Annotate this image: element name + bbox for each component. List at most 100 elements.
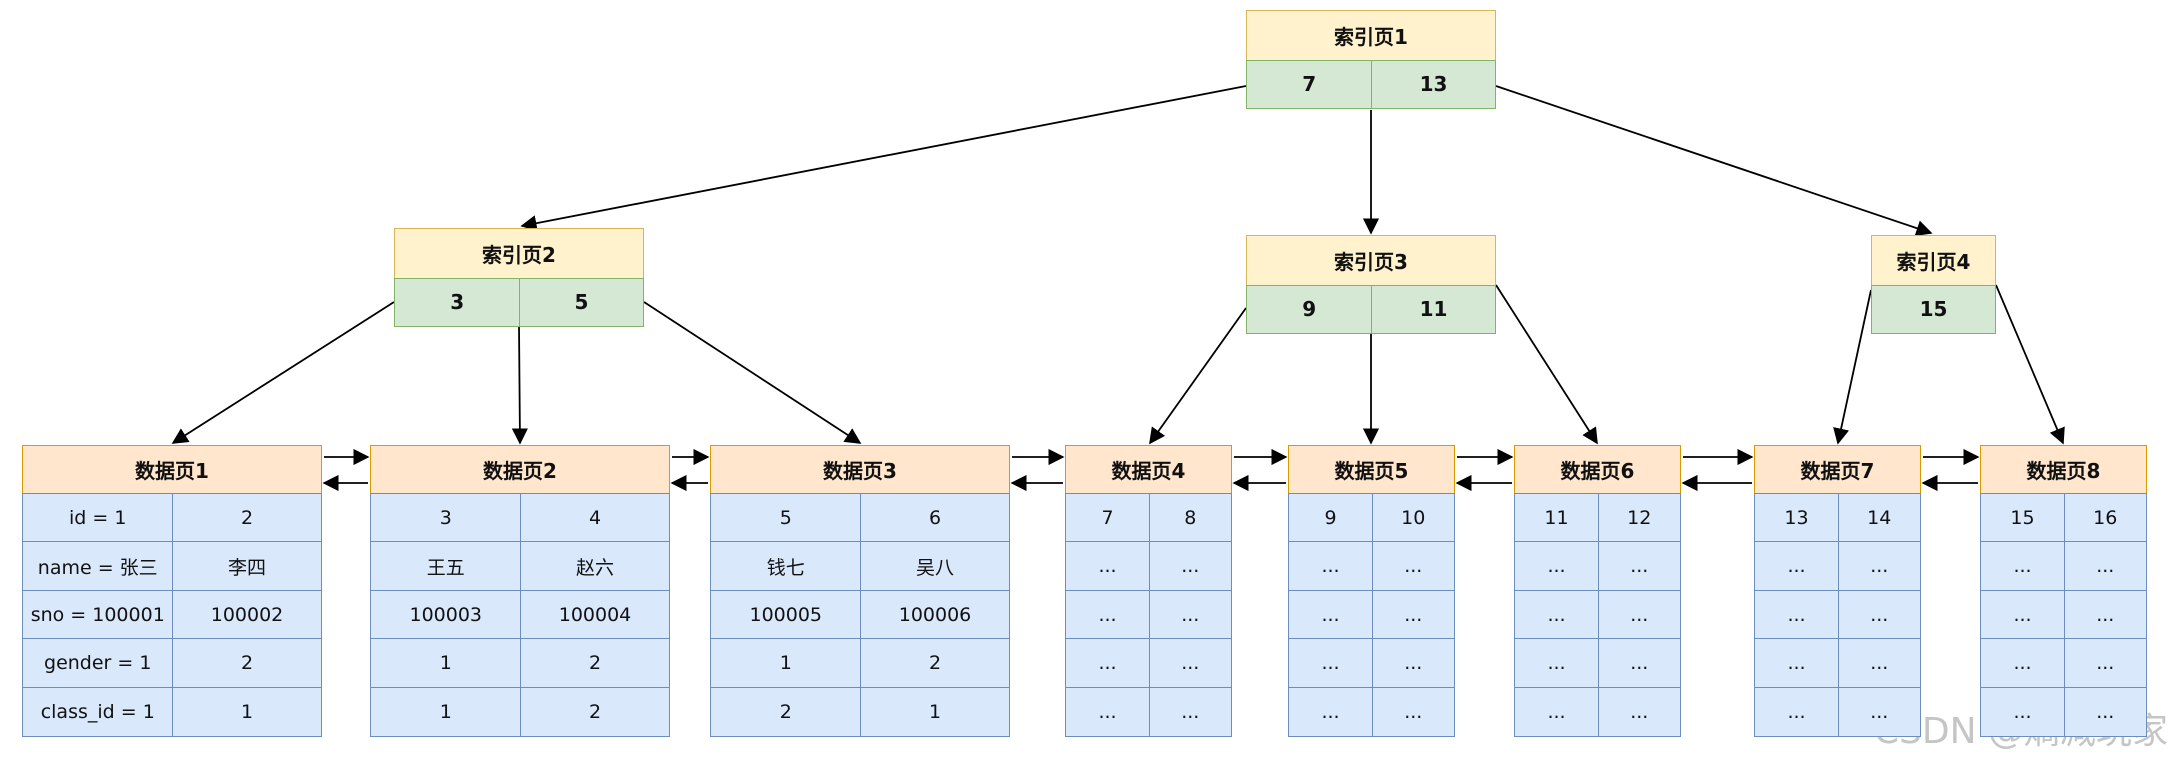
dp3-cell: 2 [710, 686, 862, 737]
dp7-title: 数据页7 [1754, 445, 1921, 494]
idx4-title: 索引页4 [1871, 235, 1996, 286]
dp7-cell: ... [1754, 686, 1839, 737]
dp3-cell: 5 [710, 492, 862, 543]
dp4-cell: 8 [1148, 492, 1232, 543]
edge-idx1-idx2 [520, 85, 1247, 232]
dp8-cell: ... [2063, 541, 2147, 591]
dp3-cell: 1 [860, 686, 1010, 737]
dp4-title: 数据页4 [1065, 445, 1232, 494]
dp3-cell: 6 [860, 492, 1010, 543]
dp7-cell: ... [1754, 589, 1839, 640]
edge-idx2-dp1 [171, 301, 395, 444]
dp5-cell: ... [1288, 638, 1373, 688]
dp6-cell: ... [1514, 589, 1599, 640]
dp7-cell: ... [1837, 541, 1921, 591]
idx2-key-1: 3 [394, 277, 521, 327]
dp5-cell: ... [1288, 686, 1373, 737]
dp1-cell: 1 [172, 686, 322, 737]
dp2-title: 数据页2 [370, 445, 670, 494]
dp3-cell: 2 [860, 638, 1010, 688]
dp3-cell: 100005 [710, 589, 862, 640]
dp6-cell: ... [1514, 686, 1599, 737]
idx3-key-1: 9 [1246, 284, 1373, 334]
idx3-title: 索引页3 [1246, 235, 1496, 286]
edge-idx2-dp3 [643, 301, 862, 444]
idx1-key-2: 13 [1371, 59, 1496, 109]
dp6-cell: ... [1597, 541, 1681, 591]
edge-idx3-dp6 [1495, 284, 1598, 445]
dp4-cell: ... [1065, 686, 1150, 737]
dp1-cell: 2 [172, 492, 322, 543]
edge-idx4-dp8 [1995, 284, 2065, 445]
dp1-cell: 2 [172, 638, 322, 688]
edge-idx4-dp7 [1833, 289, 1872, 445]
dp4-cell: 7 [1065, 492, 1150, 543]
dp3-cell: 钱七 [710, 541, 862, 591]
dp4-cell: ... [1065, 541, 1150, 591]
dp6-cell: 11 [1514, 492, 1599, 543]
dp7-cell: ... [1754, 638, 1839, 688]
dp6-cell: ... [1514, 638, 1599, 688]
dp8-title: 数据页8 [1980, 445, 2147, 494]
dp4-cell: ... [1148, 638, 1232, 688]
dp2-cell: 100003 [370, 589, 522, 640]
dp6-cell: ... [1514, 541, 1599, 591]
dp5-cell: ... [1371, 541, 1455, 591]
dp7-cell: ... [1837, 638, 1921, 688]
dp8-cell: ... [2063, 589, 2147, 640]
dp8-cell: ... [1980, 686, 2065, 737]
dp4-cell: ... [1148, 686, 1232, 737]
dp5-cell: ... [1371, 686, 1455, 737]
dp2-cell: 2 [520, 686, 670, 737]
edge-idx1-idx4 [1495, 85, 1933, 237]
dp2-cell: 王五 [370, 541, 522, 591]
dp8-cell: ... [1980, 638, 2065, 688]
idx4-key-1: 15 [1871, 284, 1996, 334]
dp3-cell: 吴八 [860, 541, 1010, 591]
dp6-cell: ... [1597, 638, 1681, 688]
dp7-cell: ... [1754, 541, 1839, 591]
dp2-cell: 1 [370, 686, 522, 737]
dp8-cell: ... [2063, 638, 2147, 688]
dp5-cell: 9 [1288, 492, 1373, 543]
dp2-cell: 赵六 [520, 541, 670, 591]
dp7-cell: 14 [1837, 492, 1921, 543]
dp1-cell: name = 张三 [22, 541, 174, 591]
dp5-cell: 10 [1371, 492, 1455, 543]
dp1-cell: gender = 1 [22, 638, 174, 688]
idx1-key-1: 7 [1246, 59, 1373, 109]
dp5-cell: ... [1371, 638, 1455, 688]
dp3-title: 数据页3 [710, 445, 1010, 494]
dp1-cell: 李四 [172, 541, 322, 591]
dp2-cell: 2 [520, 638, 670, 688]
dp1-cell: class_id = 1 [22, 686, 174, 737]
dp2-cell: 100004 [520, 589, 670, 640]
idx3-key-2: 11 [1371, 284, 1496, 334]
dp2-cell: 1 [370, 638, 522, 688]
dp1-cell: id = 1 [22, 492, 174, 543]
dp8-cell: 15 [1980, 492, 2065, 543]
idx2-key-2: 5 [519, 277, 644, 327]
idx2-title: 索引页2 [394, 228, 644, 279]
dp6-cell: ... [1597, 589, 1681, 640]
dp4-cell: ... [1148, 541, 1232, 591]
dp7-cell: 13 [1754, 492, 1839, 543]
dp6-title: 数据页6 [1514, 445, 1681, 494]
dp8-cell: ... [1980, 589, 2065, 640]
dp3-cell: 1 [710, 638, 862, 688]
edge-idx3-dp4 [1149, 307, 1247, 445]
dp1-cell: 100002 [172, 589, 322, 640]
dp1-title: 数据页1 [22, 445, 322, 494]
dp8-cell: 16 [2063, 492, 2147, 543]
dp8-cell: ... [1980, 541, 2065, 591]
dp8-cell: ... [2063, 686, 2147, 737]
dp6-cell: 12 [1597, 492, 1681, 543]
dp4-cell: ... [1148, 589, 1232, 640]
edge-idx2-dp2 [511, 325, 528, 445]
dp5-cell: ... [1288, 589, 1373, 640]
dp5-cell: ... [1288, 541, 1373, 591]
dp4-cell: ... [1065, 638, 1150, 688]
dp5-title: 数据页5 [1288, 445, 1455, 494]
dp4-cell: ... [1065, 589, 1150, 640]
